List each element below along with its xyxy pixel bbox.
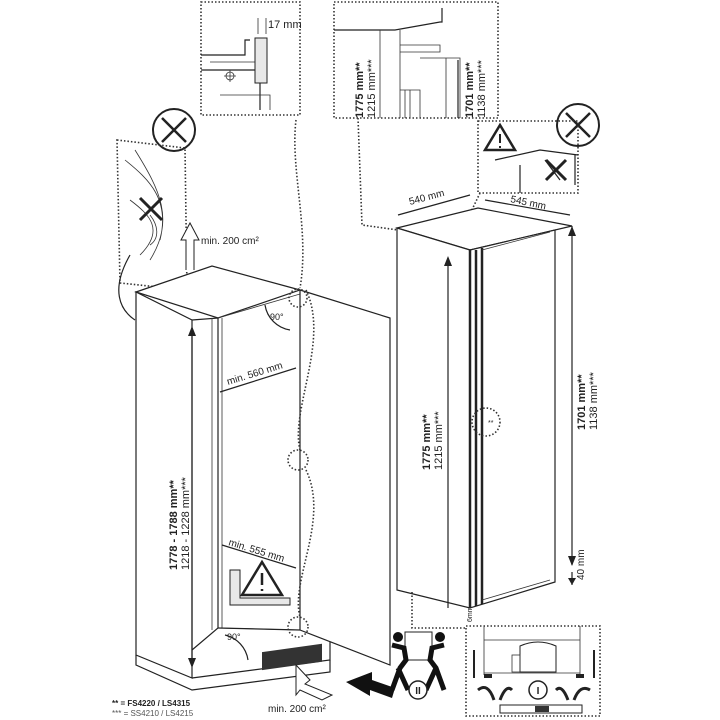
niche-height-label: 1778 - 1788 mm** [168, 479, 180, 570]
step-2-badge: II [408, 680, 428, 700]
compressor-icon [519, 641, 557, 673]
door-height-label: 1701 mm** [576, 374, 588, 430]
detail-leveling-box: I [465, 625, 601, 717]
angle-top-label: 90° [270, 312, 284, 322]
appliance: ** 540 mm 545 mm 1775 mm** 1215 mm*** 17… [394, 188, 600, 622]
vent-grille [262, 643, 322, 671]
svg-text:II: II [415, 686, 421, 697]
section-height-b-alt: 1138 mm*** [476, 59, 488, 118]
vent-up-arrow [180, 221, 200, 270]
depth-label: 540 mm [408, 188, 446, 208]
hinge-marker-label: ** [488, 420, 494, 427]
width-label: 545 mm [509, 194, 547, 212]
appliance-height-label: 1775 mm** [421, 414, 433, 470]
foot-gap-label: 6mm [467, 606, 474, 622]
gap-label: 17 mm [268, 19, 302, 31]
hinge-top [288, 288, 308, 308]
vent-bottom-label: min. 200 cm² [268, 704, 326, 715]
detail-warning-box [477, 120, 579, 194]
hinge-bottom [287, 616, 309, 638]
detail-hinge-gap: 17 mm [200, 1, 302, 116]
section-height-b: 1701 mm** [464, 62, 476, 118]
wood-panel [116, 139, 188, 291]
niche-height-alt-label: 1218 - 1228 mm*** [180, 476, 192, 570]
cabinet-niche: 90° 90° min. 560 mm min. 555 mm 1778 - 1… [134, 119, 391, 691]
cross-icon [544, 158, 568, 182]
vent-bottom-arrow [295, 663, 334, 701]
detail-leader-line [357, 117, 399, 231]
legend-line-2: *** = SS4210 / LS4215 [112, 709, 194, 718]
section-height-a-alt: 1215 mm*** [366, 59, 378, 118]
hinge-marker [471, 407, 501, 437]
svg-text:I: I [537, 686, 540, 697]
bottom-gap-label: 40 mm [576, 549, 587, 580]
rotate-arrows-icon [477, 686, 591, 701]
prohibited-icon [152, 108, 196, 152]
people-carrying-icon [389, 631, 447, 692]
direction-arrow [346, 672, 395, 698]
hinge-middle [287, 449, 309, 471]
prohibited-icon [556, 103, 600, 147]
vent-top-label: min. 200 cm² [201, 236, 259, 247]
open-door [299, 289, 391, 666]
wood-pointer-arrow [118, 254, 136, 321]
step-1-badge [528, 680, 548, 700]
width-bottom-label: min. 555 mm [227, 537, 285, 564]
door-height-alt-label: 1138 mm*** [588, 371, 600, 430]
legend-line-1: ** = FS4220 / LS4315 [112, 699, 191, 708]
detail-height-section: 1775 mm** 1215 mm*** 1701 mm** 1138 mm**… [333, 1, 499, 119]
appliance-height-alt-label: 1215 mm*** [433, 411, 445, 470]
cross-icon [138, 196, 164, 222]
angle-bottom-label: 90° [227, 632, 241, 642]
section-height-a: 1775 mm** [354, 62, 366, 118]
